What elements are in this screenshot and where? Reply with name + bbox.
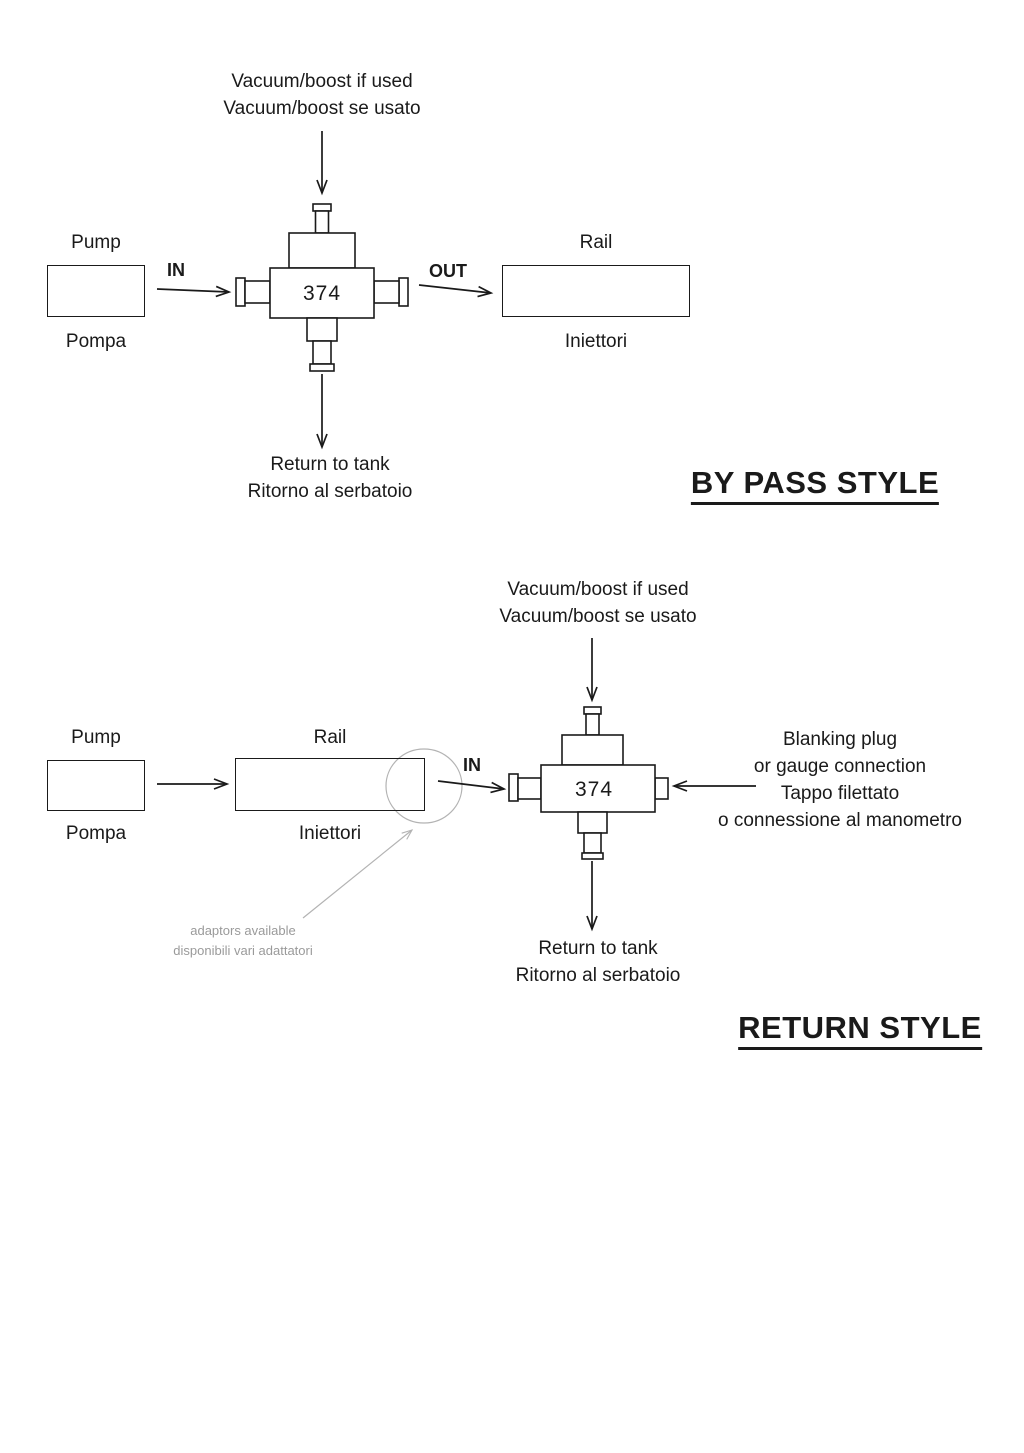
bypass-regulator xyxy=(235,203,409,372)
bypass-pump-label: Pump xyxy=(71,232,121,253)
return-title: RETURN STYLE xyxy=(738,1010,982,1051)
return-blanking-plug xyxy=(654,777,669,800)
bypass-bottom-barb-cap xyxy=(309,363,335,372)
bypass-regulator-model: 374 xyxy=(302,282,342,305)
bypass-bottom-barb xyxy=(312,340,332,365)
return-pump-box xyxy=(47,760,145,811)
return-pump-sublabel: Pompa xyxy=(65,823,127,844)
bypass-vacuum-label-en: Vacuum/boost if used xyxy=(231,71,413,92)
return-regulator xyxy=(508,706,669,860)
return-bottom-stem xyxy=(577,811,608,834)
bypass-pump-sublabel: Pompa xyxy=(65,331,127,352)
return-vacuum-label-en: Vacuum/boost if used xyxy=(507,579,689,600)
return-in-arrow xyxy=(437,780,507,794)
adaptors-pointer-arrow xyxy=(302,829,414,919)
bypass-rail-sublabel: Iniettori xyxy=(564,331,628,352)
bypass-in-label: IN xyxy=(167,260,185,280)
return-rail-box xyxy=(235,758,425,811)
bypass-out-label: OUT xyxy=(429,261,467,281)
bypass-left-barb xyxy=(244,280,271,304)
bypass-vacuum-label-it: Vacuum/boost se usato xyxy=(223,98,421,119)
return-tank-label-en: Return to tank xyxy=(538,938,658,959)
return-bottom-barb-cap xyxy=(581,852,604,860)
adaptors-label-it: disponibili vari adattatori xyxy=(173,943,313,958)
adaptor-highlight-circle xyxy=(385,748,463,824)
bypass-rail-box xyxy=(502,265,690,317)
bypass-right-barb-cap xyxy=(398,277,409,307)
bypass-pump-box xyxy=(47,265,145,317)
return-top-barb-cap xyxy=(583,706,602,715)
bypass-top-barb-cap xyxy=(312,203,332,212)
bypass-regulator-body xyxy=(269,267,375,319)
return-upper-block xyxy=(561,734,624,766)
return-vacuum-label-it: Vacuum/boost se usato xyxy=(499,606,697,627)
blanking-label-line1: Blanking plug xyxy=(782,729,898,750)
bypass-top-barb xyxy=(314,210,330,234)
return-in-label: IN xyxy=(463,755,481,775)
return-regulator-model: 374 xyxy=(574,778,614,801)
bypass-return-label-en: Return to tank xyxy=(270,454,390,475)
return-top-barb xyxy=(585,713,600,736)
return-tank-label-it: Ritorno al serbatoio xyxy=(515,965,681,986)
bypass-bottom-stem xyxy=(306,317,338,342)
adaptors-label-en: adaptors available xyxy=(190,923,296,938)
bypass-return-label-it: Ritorno al serbatoio xyxy=(247,481,413,502)
return-regulator-body xyxy=(540,764,656,813)
bypass-in-arrow xyxy=(156,285,232,298)
blanking-label-line2: or gauge connection xyxy=(753,756,927,777)
bypass-title: BY PASS STYLE xyxy=(690,465,940,506)
bypass-left-barb-cap xyxy=(235,277,246,307)
return-bottom-barb xyxy=(583,832,602,854)
bypass-right-barb xyxy=(373,280,400,304)
blanking-label-line4: o connessione al manometro xyxy=(718,810,962,831)
return-left-barb-cap xyxy=(508,773,519,802)
bypass-rail-label: Rail xyxy=(579,232,613,253)
return-pump-label: Pump xyxy=(71,727,121,748)
return-rail-sublabel: Iniettori xyxy=(298,823,362,844)
blanking-label-line3: Tappo filettato xyxy=(780,783,900,804)
bypass-upper-block xyxy=(288,232,356,269)
return-rail-label: Rail xyxy=(313,727,347,748)
bypass-out-arrow xyxy=(418,284,494,298)
return-left-barb xyxy=(517,777,542,800)
